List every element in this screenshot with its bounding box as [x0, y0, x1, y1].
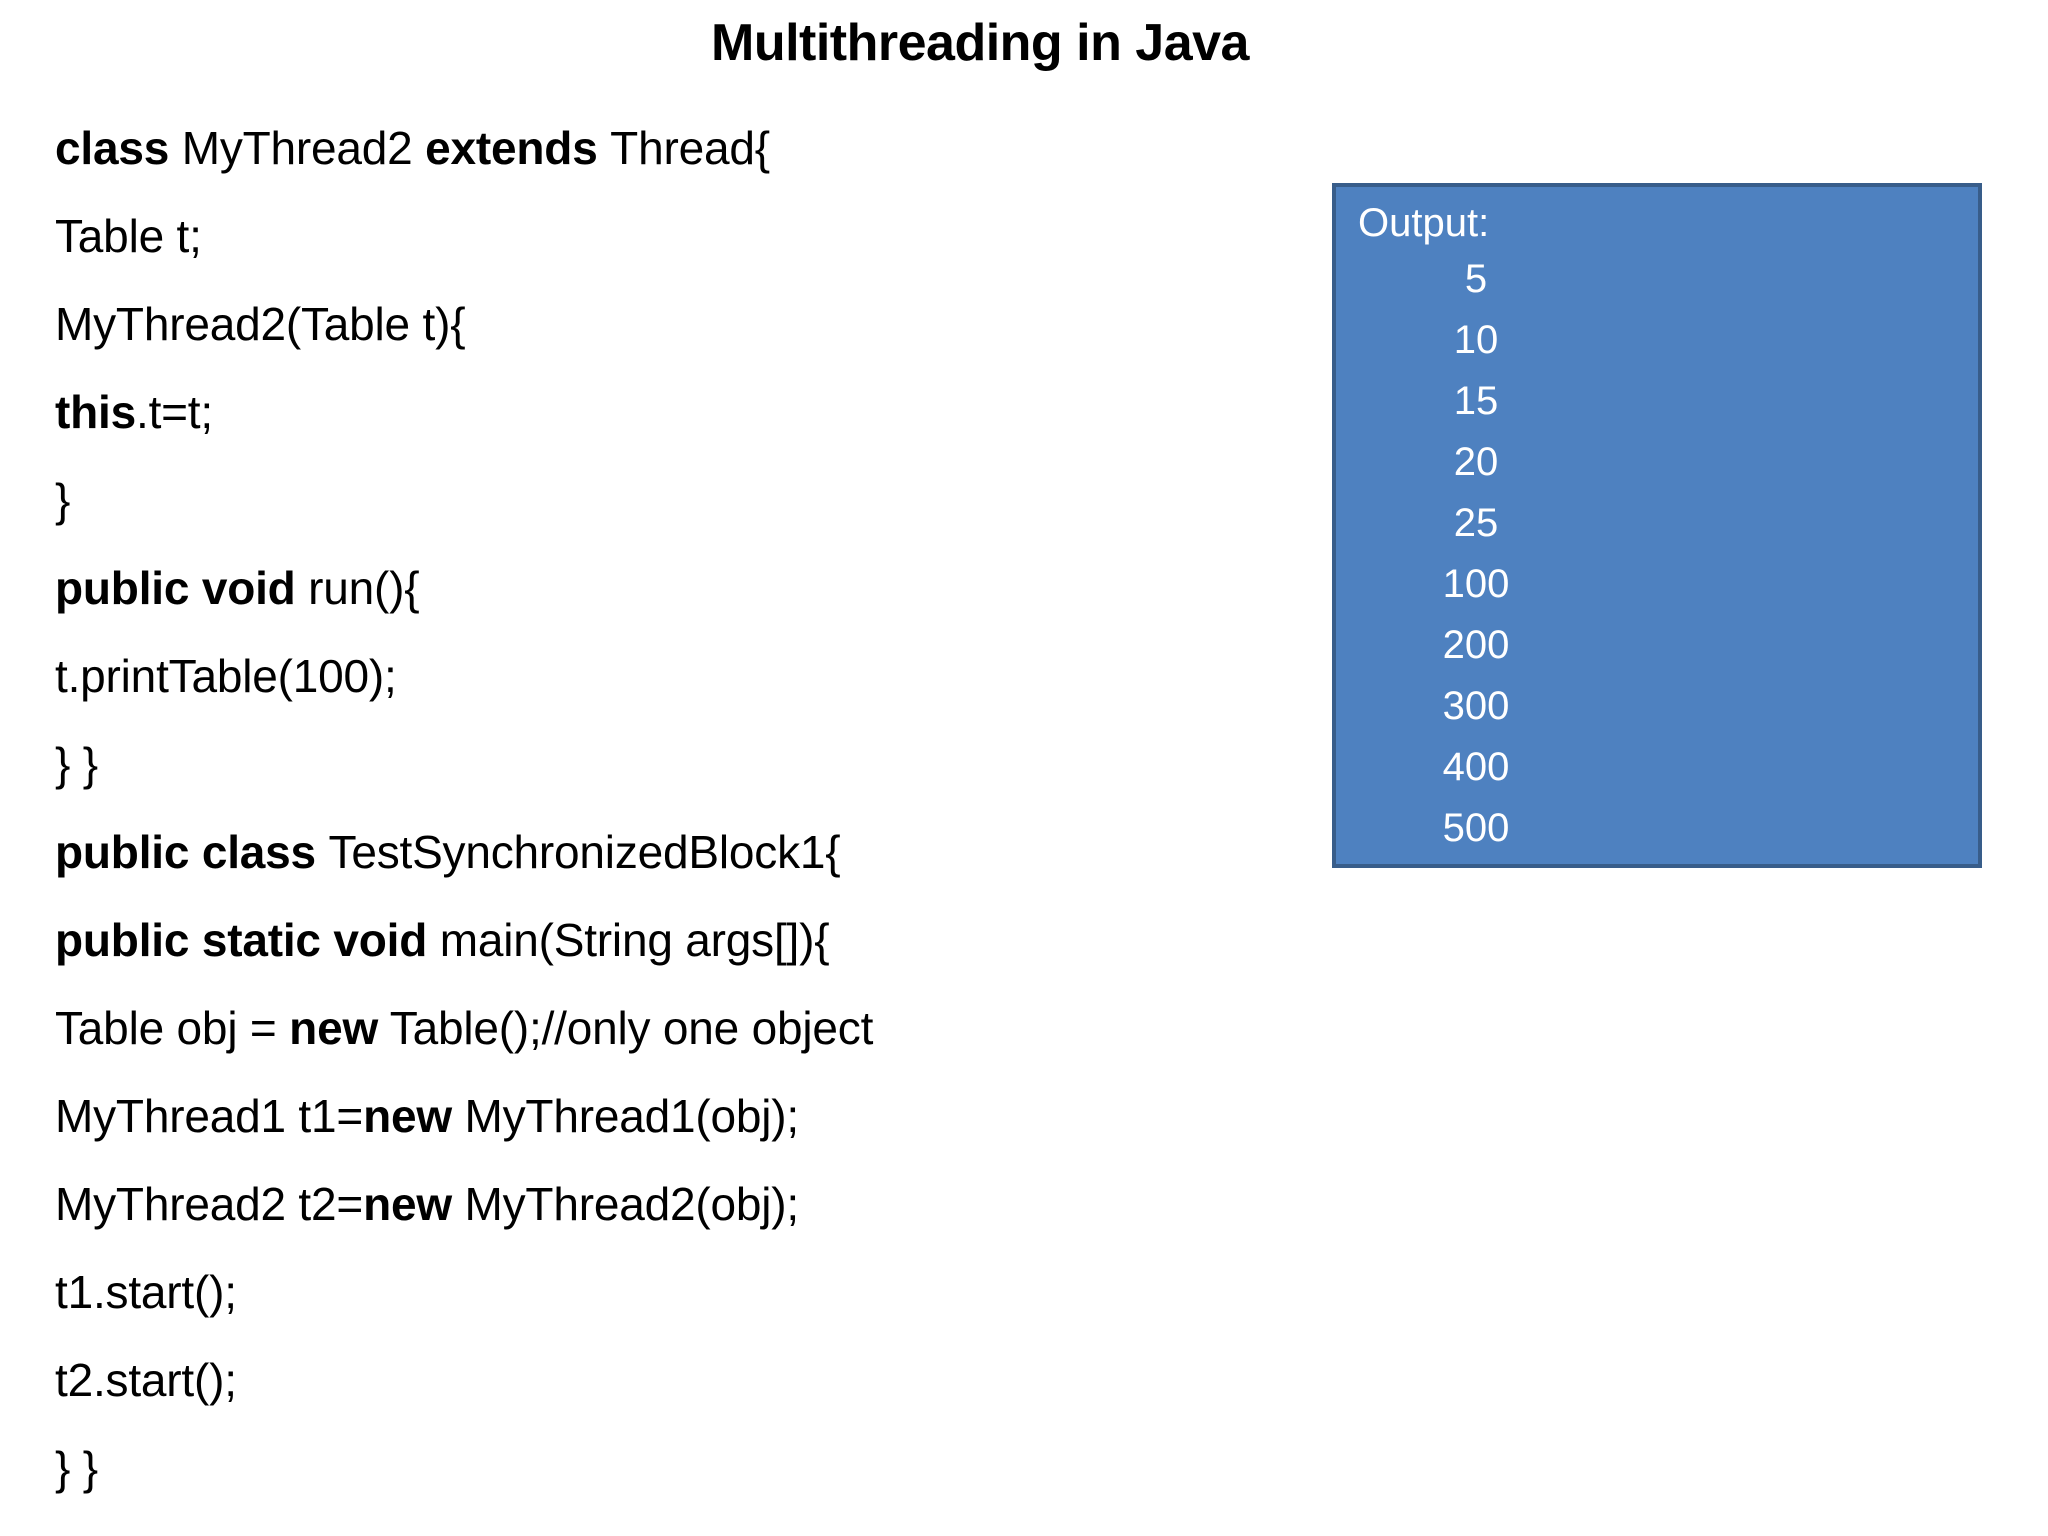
- code-line: MyThread2(Table t){: [55, 280, 1295, 368]
- code-text: MyThread1(obj);: [451, 1090, 800, 1142]
- output-value: 300: [1442, 684, 1510, 728]
- output-value: 200: [1442, 623, 1510, 667]
- code-line: MyThread1 t1=new MyThread1(obj);: [55, 1072, 1295, 1160]
- code-line: public static void main(String args[]){: [55, 896, 1295, 984]
- code-text: t2.start();: [55, 1354, 237, 1406]
- code-text: main(String args[]){: [439, 914, 830, 966]
- output-value: 25: [1453, 501, 1499, 545]
- code-text: TestSynchronizedBlock1{: [328, 826, 841, 878]
- code-line: MyThread2 t2=new MyThread2(obj);: [55, 1160, 1295, 1248]
- code-keyword: public class: [55, 826, 329, 878]
- code-text: run(){: [308, 562, 420, 614]
- output-value: 500: [1442, 806, 1510, 850]
- code-line: this.t=t;: [55, 368, 1295, 456]
- output-value: 20: [1453, 440, 1499, 484]
- code-line: public class TestSynchronizedBlock1{: [55, 808, 1295, 896]
- output-label: Output:: [1358, 201, 1490, 245]
- output-value: 5: [1464, 257, 1488, 301]
- code-line: public void run(){: [55, 544, 1295, 632]
- code-line: } }: [55, 720, 1295, 808]
- code-text: Table obj =: [55, 1002, 290, 1054]
- code-text: t.printTable(100);: [55, 650, 397, 702]
- code-keyword: new: [363, 1090, 452, 1142]
- code-listing: class MyThread2 extends Thread{ Table t; M…: [55, 104, 1295, 1512]
- output-value-list: 5 10 15 20 25 100 200 300 400 500: [1336, 249, 1616, 859]
- code-line: t.printTable(100);: [55, 632, 1295, 720]
- page-title: Multithreading in Java: [711, 14, 1249, 72]
- output-value: 10: [1453, 318, 1499, 362]
- code-line: class MyThread2 extends Thread{: [55, 104, 1295, 192]
- code-line: }: [55, 456, 1295, 544]
- code-text: Table();//only one object: [378, 1002, 874, 1054]
- code-line: Table obj = new Table();//only one objec…: [55, 984, 1295, 1072]
- code-keyword: public static void: [55, 914, 440, 966]
- code-text: MyThread1 t1=: [55, 1090, 364, 1142]
- code-line: t2.start();: [55, 1336, 1295, 1424]
- code-text: MyThread2: [181, 122, 426, 174]
- code-text: MyThread2(Table t){: [55, 298, 466, 350]
- code-text: .t=t;: [135, 386, 213, 438]
- output-value: 400: [1442, 745, 1510, 789]
- code-line: t1.start();: [55, 1248, 1295, 1336]
- code-text: t1.start();: [55, 1266, 237, 1318]
- code-text: } }: [55, 1442, 98, 1494]
- code-keyword: new: [289, 1002, 379, 1054]
- code-text: } }: [55, 738, 98, 790]
- code-keyword: class: [55, 122, 182, 174]
- code-text: MyThread2(obj);: [451, 1178, 800, 1230]
- code-line: } }: [55, 1424, 1295, 1512]
- code-keyword: extends: [425, 122, 611, 174]
- code-text: MyThread2 t2=: [55, 1178, 364, 1230]
- code-keyword: new: [363, 1178, 452, 1230]
- output-callout-box: Output: 5 10 15 20 25 100 200 300 400 500: [1332, 183, 1982, 868]
- output-value: 15: [1453, 379, 1499, 423]
- output-value: 100: [1442, 562, 1510, 606]
- code-text: Thread{: [610, 122, 770, 174]
- code-text: Table t;: [55, 210, 202, 262]
- code-keyword: this: [55, 386, 136, 438]
- code-keyword: public void: [55, 562, 309, 614]
- code-line: Table t;: [55, 192, 1295, 280]
- code-text: }: [55, 474, 71, 526]
